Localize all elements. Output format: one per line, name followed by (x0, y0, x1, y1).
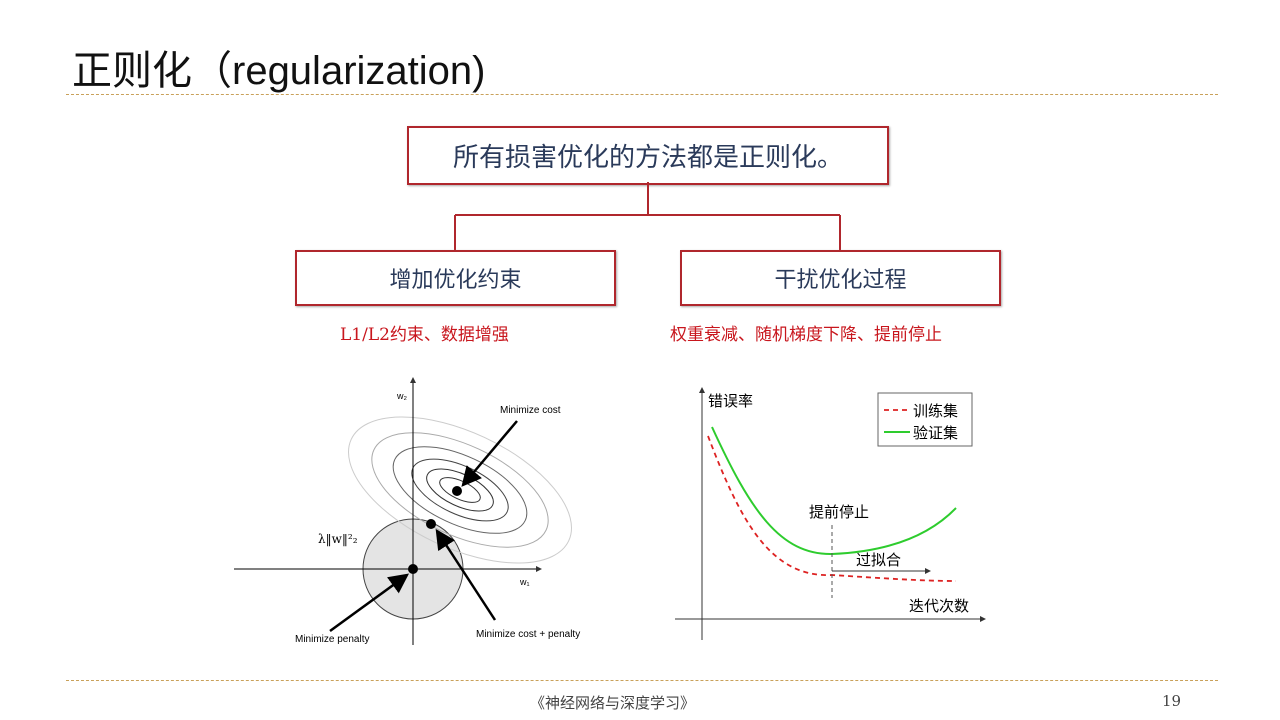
legend-val: 验证集 (913, 425, 958, 442)
overfit-label: 过拟合 (856, 552, 901, 569)
slide-title: 正则化（regularization) (72, 49, 486, 93)
right-note: 权重衰减、随机梯度下降、提前停止 (670, 325, 942, 345)
left-note: L1/L2约束、数据增强 (340, 325, 509, 345)
penalty-expr: λ‖w‖²₂ (318, 532, 358, 546)
min-both-label: Minimize cost + penalty (476, 629, 580, 640)
legend-train: 训练集 (913, 403, 958, 420)
right-box: 干扰优化过程 (680, 250, 1001, 306)
training-curve (707, 435, 957, 582)
w1-label: w₁ (519, 577, 530, 587)
min-cost-label: Minimize cost (500, 405, 561, 416)
min-penalty-label: Minimize penalty (295, 634, 369, 645)
page-number: 19 (1162, 692, 1182, 710)
top-divider (66, 94, 1218, 95)
bottom-divider (66, 680, 1218, 681)
footer-book: 《神经网络与深度学习》 (530, 694, 696, 712)
validation-curve (711, 426, 957, 556)
y-label: 错误率 (708, 393, 753, 410)
w2-label: w₂ (396, 391, 407, 401)
early-stop-label: 提前停止 (809, 504, 869, 521)
root-box: 所有损害优化的方法都是正则化。 (407, 126, 889, 185)
left-box: 增加优化约束 (295, 250, 616, 306)
x-label: 迭代次数 (909, 598, 969, 615)
